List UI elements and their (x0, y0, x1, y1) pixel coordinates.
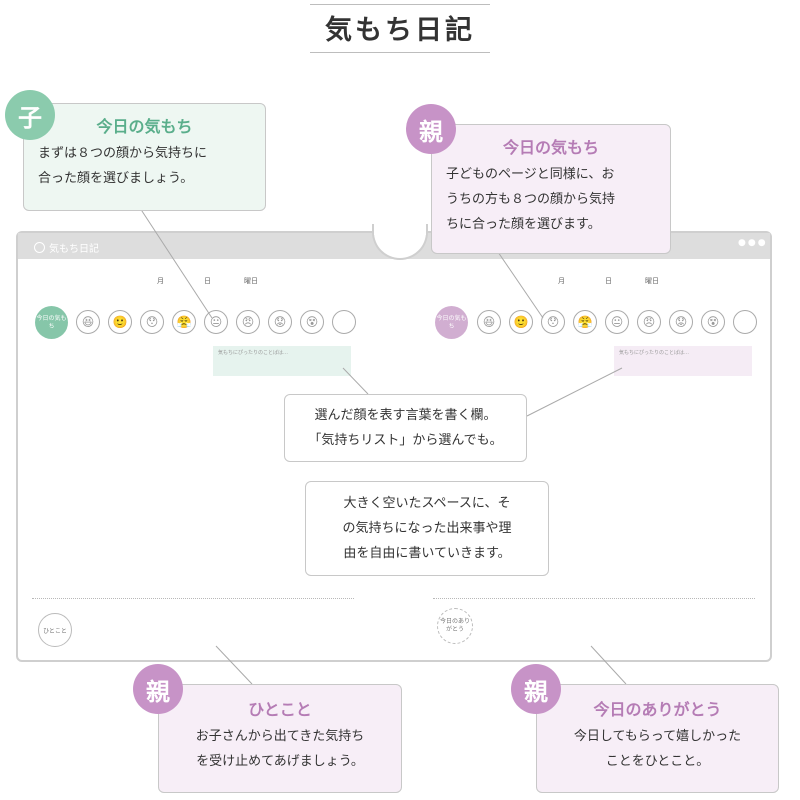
callout-word-field: 選んだ顔を表す言葉を書く欄。 「気持ちリスト」から選んでも。 (284, 394, 527, 462)
right-face-row: 😆 🙂 😯 😤 😐 😠 😟 😵 (477, 310, 757, 334)
left-feeling-badge: 今日の気もち (35, 306, 68, 339)
role-child-badge: 子 (5, 90, 55, 140)
left-weekday-label: 曜日 (244, 277, 258, 285)
callout-child-feeling: 今日の気もち まずは８つの顔から気持ちに 合った顔を選びましょう。 (23, 103, 266, 211)
left-month-label: 月 (157, 277, 164, 285)
callout-parent-feeling-title: 今日の気もち (502, 138, 599, 157)
right-feeling-badge: 今日の気もち (435, 306, 468, 339)
page-title: 気もち日記 (325, 15, 475, 46)
face-option-9-icon[interactable] (332, 310, 356, 334)
role-parent-badge-arigato: 親 (511, 664, 561, 714)
face-option-3-icon[interactable]: 😯 (541, 310, 565, 334)
face-option-8-icon[interactable]: 😵 (300, 310, 324, 334)
smile-face-icon (34, 242, 45, 253)
face-option-4-icon[interactable]: 😤 (573, 310, 597, 334)
right-word-field[interactable]: 気もちにぴったりのことばは… (614, 346, 752, 376)
face-option-7-icon[interactable]: 😟 (268, 310, 292, 334)
notebook-label: 気もち日記 (34, 240, 99, 255)
face-option-2-icon[interactable]: 🙂 (108, 310, 132, 334)
role-parent-badge-top: 親 (406, 104, 456, 154)
leader-line-hitokoto (215, 645, 253, 685)
callout-free-space: 大きく空いたスペースに、そ の気持ちになった出来事や理 由を自由に書いていきます… (305, 481, 549, 576)
callout-parent-feeling: 今日の気もち 子どものページと同様に、お うちの方も８つの顔から気持 ちに合った… (431, 124, 671, 254)
face-option-5-icon[interactable]: 😐 (204, 310, 228, 334)
leader-line-arigato (590, 645, 627, 685)
right-dotted-divider (433, 598, 755, 599)
left-dotted-divider (32, 598, 354, 599)
face-option-6-icon[interactable]: 😠 (637, 310, 661, 334)
face-option-1-icon[interactable]: 😆 (76, 310, 100, 334)
face-option-3-icon[interactable]: 😯 (140, 310, 164, 334)
face-option-6-icon[interactable]: 😠 (236, 310, 260, 334)
left-day-label: 日 (204, 277, 211, 285)
face-option-9-icon[interactable] (733, 310, 757, 334)
callout-arigato-title: 今日のありがとう (593, 700, 722, 719)
face-option-5-icon[interactable]: 😐 (605, 310, 629, 334)
right-month-label: 月 (558, 277, 565, 285)
face-option-4-icon[interactable]: 😤 (172, 310, 196, 334)
leader-line-word-right (526, 367, 623, 417)
callout-hitokoto-title: ひとこと (248, 700, 312, 719)
callout-child-feeling-title: 今日の気もち (96, 117, 193, 136)
left-face-row: 😆 🙂 😯 😤 😐 😠 😟 😵 (76, 310, 356, 334)
face-option-2-icon[interactable]: 🙂 (509, 310, 533, 334)
title-rule-bottom (310, 52, 490, 53)
left-word-field[interactable]: 気もちにぴったりのことばは… (213, 346, 351, 376)
leader-line-child-feeling (139, 207, 213, 319)
face-option-7-icon[interactable]: 😟 (669, 310, 693, 334)
face-option-1-icon[interactable]: 😆 (477, 310, 501, 334)
arigato-stamp: 今日のありがとう (437, 608, 473, 644)
right-day-label: 日 (605, 277, 612, 285)
role-parent-badge-hitokoto: 親 (133, 664, 183, 714)
face-option-8-icon[interactable]: 😵 (701, 310, 725, 334)
title-rule-top (310, 4, 490, 5)
leader-line-parent-feeling (497, 251, 544, 319)
right-weekday-label: 曜日 (645, 277, 659, 285)
callout-hitokoto: ひとこと お子さんから出てきた気持ち を受け止めてあげましょう。 (158, 684, 402, 793)
dots-icon: ●●● (738, 238, 768, 248)
leader-line-word-left (342, 367, 369, 395)
callout-arigato: 今日のありがとう 今日してもらって嬉しかった ことをひとこと。 (536, 684, 779, 793)
hitokoto-stamp: ひとこと (38, 613, 72, 647)
